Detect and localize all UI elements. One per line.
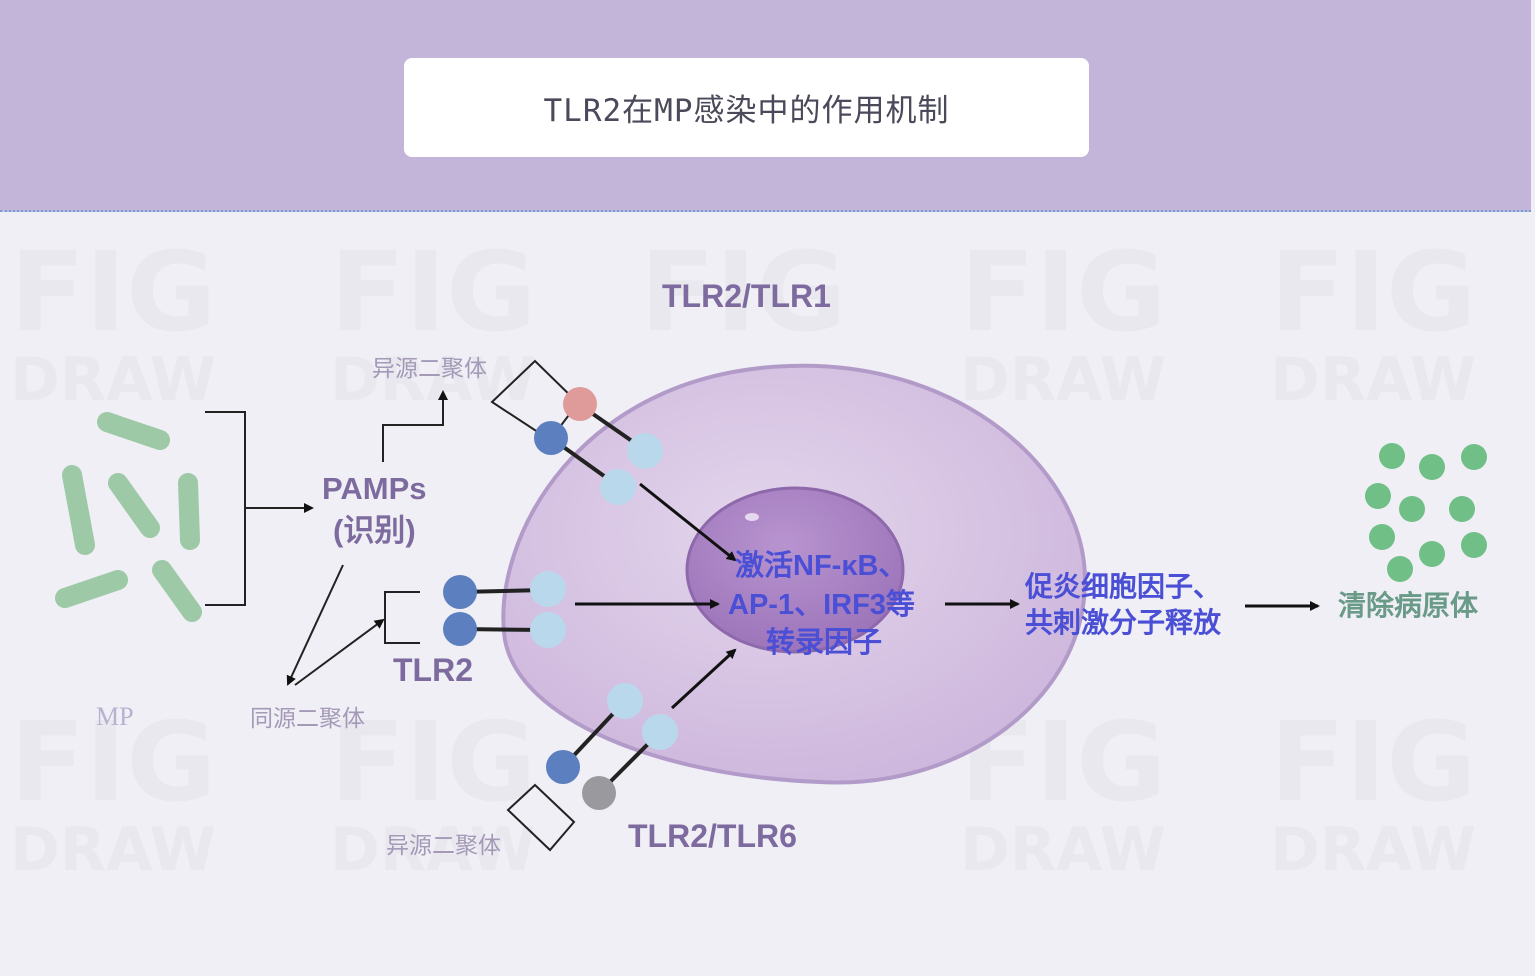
tlr2-domain-icon	[530, 612, 566, 648]
watermark-fig: FIG	[640, 228, 846, 356]
watermark-draw: DRAW	[10, 345, 216, 415]
bacterium-icon	[178, 473, 200, 550]
pathogen-dot	[1419, 541, 1445, 567]
watermark-fig: FIG	[1270, 228, 1476, 356]
cytokines-label-1: 促炎细胞因子、	[1024, 570, 1221, 602]
bacterium-icon	[152, 560, 202, 622]
tlr1-domain-icon	[627, 433, 663, 469]
watermark: FIG FIG FIG FIG FIG DRAW DRAW DRAW DRAW …	[10, 228, 1476, 885]
arrow-homo-to-tlr2	[294, 618, 385, 686]
transcription-label-2: AP-1、IRF3等	[728, 587, 915, 621]
pathogen-dot	[1387, 556, 1413, 582]
watermark-draw: DRAW	[330, 815, 536, 885]
watermark-draw: DRAW	[1270, 815, 1476, 885]
bacterium-icon	[55, 570, 128, 608]
tlr1-receptor-icon	[563, 387, 597, 421]
tlr2-tlr6-bracket	[506, 783, 576, 852]
arrow-to-hetero-top	[382, 390, 448, 462]
watermark-draw: DRAW	[960, 345, 1166, 415]
pathogen-dot	[1449, 496, 1475, 522]
tlr2-label: TLR2	[393, 652, 473, 688]
mp-label: MP	[96, 702, 134, 731]
pathogen-dot	[1461, 532, 1487, 558]
arrow-tlr6-to-nucleus	[670, 648, 737, 710]
cytokines-label-2: 共刺激分子释放	[1025, 606, 1222, 638]
tlr6-domain-icon	[642, 714, 678, 750]
arrow-to-homo	[286, 564, 344, 686]
watermark-draw: DRAW	[10, 815, 216, 885]
watermark-fig: FIG	[330, 228, 536, 356]
pathogen-dot	[1461, 444, 1487, 470]
watermark-fig: FIG	[960, 228, 1166, 356]
bacteria-bracket	[205, 411, 246, 606]
tlr2-receptor-icon	[546, 750, 580, 784]
tlr2-bracket	[384, 591, 420, 644]
watermark-fig: FIG	[330, 698, 536, 826]
pathogen-dot	[1419, 454, 1445, 480]
pathogen-dot	[1379, 443, 1405, 469]
watermark-fig: FIG	[10, 698, 216, 826]
bacterium-icon	[62, 465, 95, 555]
pathogen-dot	[1399, 496, 1425, 522]
pamps-label: PAMPs	[322, 471, 427, 506]
homo-dimer-label: 同源二聚体	[250, 706, 365, 732]
transcription-label-1: 激活NF-κB、	[735, 549, 907, 582]
clearance-label: 清除病原体	[1338, 589, 1479, 621]
pamps-sublabel: (识别)	[333, 513, 416, 548]
pathogen-dot	[1369, 524, 1395, 550]
watermark-fig: FIG	[10, 228, 216, 356]
tlr2-receptor-icon	[534, 421, 568, 455]
pathogen-dots	[1365, 443, 1487, 582]
mp-bacteria	[55, 412, 202, 622]
tlr2-receptor-icon	[443, 575, 477, 609]
tlr2-tlr1-label: TLR2/TLR1	[662, 278, 831, 314]
tlr2-tlr6-label: TLR2/TLR6	[628, 818, 797, 854]
tlr2-domain-icon	[607, 683, 643, 719]
bacterium-icon	[108, 473, 160, 538]
page-title: TLR2在MP感染中的作用机制	[543, 93, 950, 129]
bacterium-icon	[97, 412, 170, 450]
watermark-draw: DRAW	[330, 345, 536, 415]
watermark-fig: FIG	[1270, 698, 1476, 826]
pathogen-dot	[1365, 483, 1391, 509]
header-band: TLR2在MP感染中的作用机制	[0, 0, 1531, 212]
nucleus-highlight	[745, 513, 759, 521]
title-box: TLR2在MP感染中的作用机制	[404, 58, 1089, 157]
tlr6-receptor-icon	[582, 776, 616, 810]
nucleus	[685, 486, 905, 654]
watermark-draw: DRAW	[1270, 345, 1476, 415]
arrow-tlr1-to-nucleus	[639, 482, 737, 562]
tlr2-domain-icon	[530, 571, 566, 607]
transcription-label-3: 转录因子	[766, 626, 882, 659]
tlr2-receptor-icon	[443, 612, 477, 646]
tlr2-domain-icon	[600, 469, 636, 505]
watermark-draw: DRAW	[960, 815, 1166, 885]
hetero-dimer-label-bottom: 异源二聚体	[386, 833, 501, 859]
hetero-dimer-label-top: 异源二聚体	[372, 356, 487, 382]
